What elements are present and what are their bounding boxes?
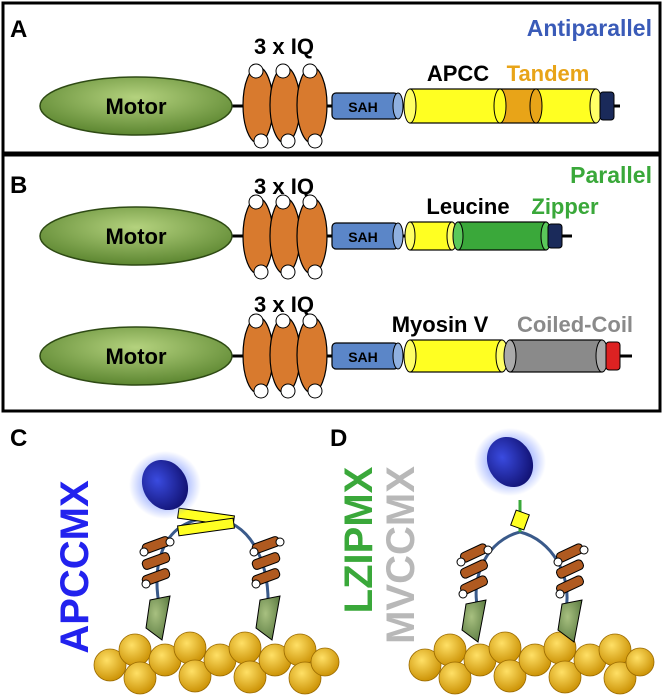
motor-domain <box>39 206 233 266</box>
panel-a-letter: A <box>10 16 27 43</box>
cargo <box>474 428 546 496</box>
iq-domains <box>242 194 328 280</box>
motor-head-right <box>557 599 583 643</box>
panel-a-border <box>1 1 662 155</box>
construct-row-myosin-v-coiled-coil: Motor 3 x IQ SAH <box>39 292 633 399</box>
panel-a: A Antiparallel Motor 3 x IQ SAH <box>1 1 662 155</box>
panel-b-letter: B <box>10 172 27 199</box>
motor-head-left <box>461 599 487 643</box>
myosin-dimer <box>456 500 589 643</box>
panel-c: C APCCMX <box>10 425 340 695</box>
sah-domain: SAH <box>331 92 404 120</box>
mvccmx-label: MVCCMX <box>379 466 423 644</box>
sah-label: SAH <box>348 349 378 365</box>
motor-label: Motor <box>105 94 167 119</box>
myosin-v-coiled-coil <box>403 339 621 373</box>
lzipmx-label: LZIPMX <box>337 466 381 613</box>
leucine-zipper-coil <box>404 221 563 251</box>
sah-label: SAH <box>348 99 378 115</box>
actin-filament <box>408 631 655 695</box>
myosin-dimer <box>139 507 285 641</box>
actin-filament <box>93 631 340 695</box>
sah-label: SAH <box>348 229 378 245</box>
parallel-coil <box>510 509 530 531</box>
lever-arm-right <box>553 543 589 599</box>
iq-domains <box>242 63 328 149</box>
motor-label: Motor <box>105 224 167 249</box>
coiled-coil-label: Coiled-Coil <box>517 312 633 337</box>
panel-c-letter: C <box>10 425 27 452</box>
lever-arm-left <box>456 543 493 599</box>
motor-domain <box>39 326 233 386</box>
panel-b-border <box>1 153 662 413</box>
motor-label: Motor <box>105 344 167 369</box>
iq-domains <box>242 313 328 399</box>
lever-arm-right <box>249 536 285 589</box>
motor-head-left <box>145 595 171 641</box>
panel-b: B Parallel Motor 3 x IQ SAH <box>1 153 662 413</box>
antiparallel-label: Antiparallel <box>527 15 652 41</box>
construct-row-leucine-zipper: Motor 3 x IQ SAH <box>39 174 599 280</box>
motor-head-right <box>255 595 281 641</box>
iq-label: 3 x IQ <box>254 292 314 317</box>
parallel-label: Parallel <box>570 162 652 188</box>
cargo <box>129 451 201 519</box>
panel-d-letter: D <box>330 425 347 452</box>
motor-domain: Motor <box>39 76 233 136</box>
apccmx-label: APCCMX <box>53 480 97 654</box>
myosin-v-label: Myosin V <box>392 312 489 337</box>
iq-label: 3 x IQ <box>254 34 314 59</box>
apcc-tandem-coil <box>403 88 615 124</box>
leucine-label: Leucine <box>426 194 509 219</box>
lever-arm-left <box>139 536 175 589</box>
apcc-label: APCC <box>427 61 489 86</box>
tandem-label: Tandem <box>507 61 590 86</box>
panel-d: D LZIPMX MVCCMX <box>330 425 655 695</box>
zipper-label: Zipper <box>531 194 599 219</box>
